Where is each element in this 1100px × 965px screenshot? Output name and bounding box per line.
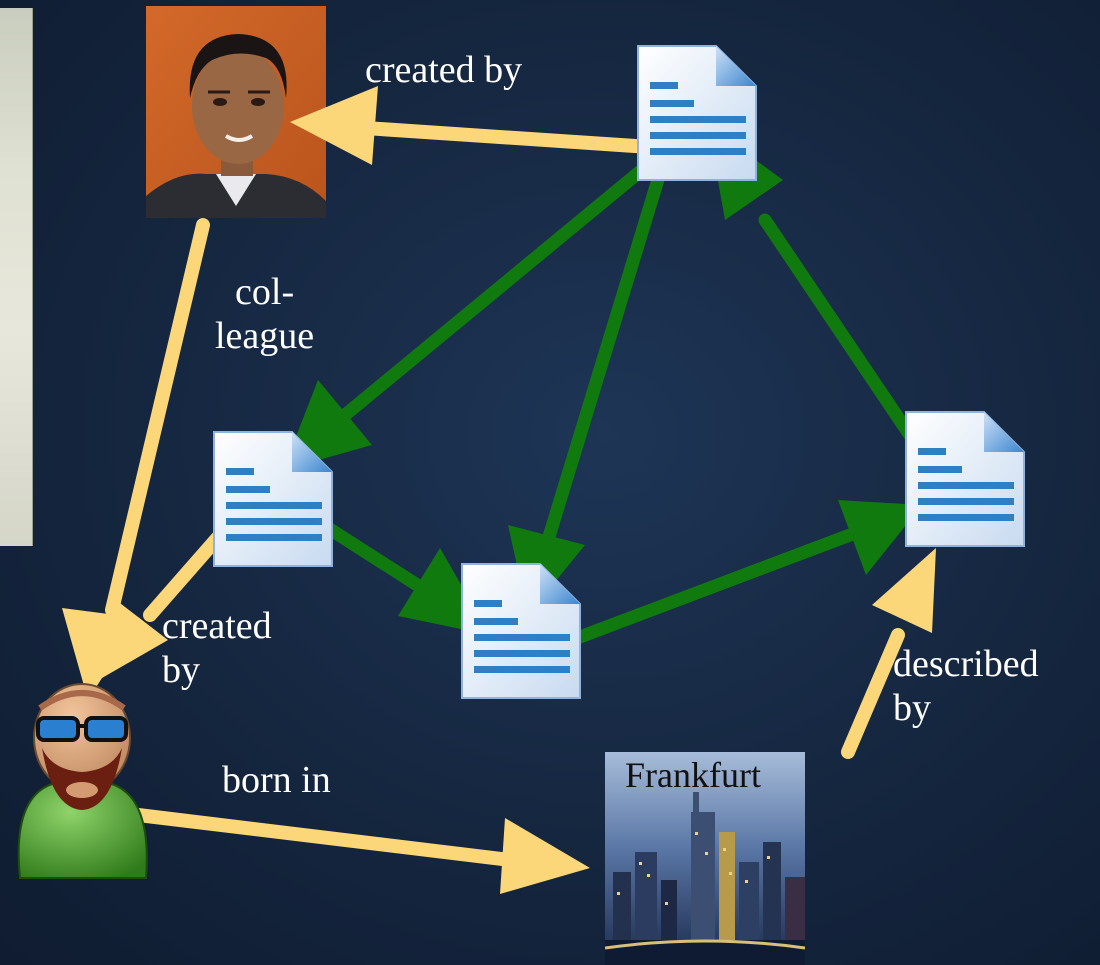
edge-green-top-to-left	[283, 148, 667, 470]
edge-described-by	[841, 548, 936, 759]
person-photo	[146, 6, 326, 218]
edge-born-in	[123, 807, 590, 894]
edge-green-middle-to-right	[565, 500, 922, 647]
edge-created-by-top	[290, 86, 672, 165]
document-icon-top	[632, 42, 760, 184]
label-created-by-top: created by	[365, 49, 523, 91]
document-icon-right	[900, 408, 1028, 550]
city-name-label: Frankfurt	[625, 755, 761, 795]
city-skyline-photo: Frankfurt	[605, 752, 805, 965]
label-created-by-left: created by	[162, 605, 272, 691]
label-described-by: described by	[893, 643, 1039, 729]
label-colleague: col- league	[215, 271, 315, 357]
label-born-in: born in	[222, 759, 331, 801]
edge-green-top-to-middle	[508, 153, 671, 615]
document-icon-left	[208, 428, 336, 570]
bearded-user-icon	[12, 678, 152, 883]
document-icon-middle	[456, 560, 584, 702]
partial-photo-left	[0, 8, 33, 546]
